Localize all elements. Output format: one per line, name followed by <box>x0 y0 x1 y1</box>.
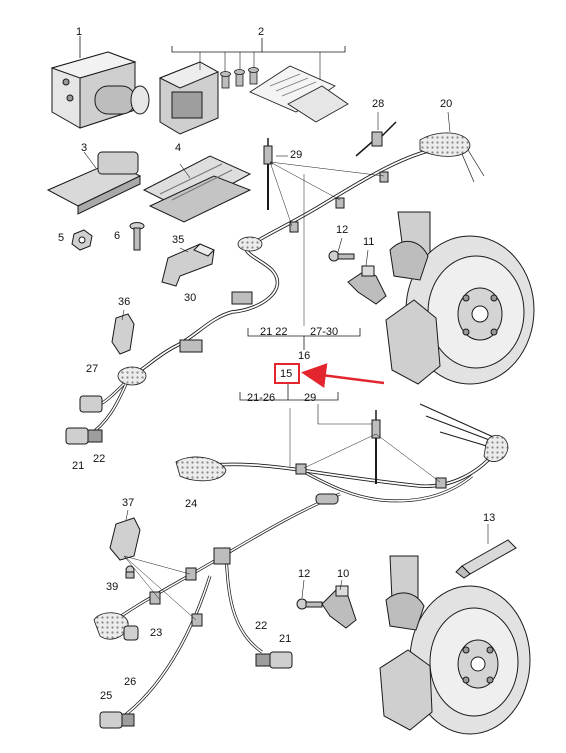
mounting-plate <box>46 151 142 215</box>
callout-30: 30 <box>184 292 197 304</box>
callout-22-lower: 22 <box>255 620 268 632</box>
callout-28: 28 <box>372 98 385 110</box>
callout-29-lower: 29 <box>304 392 317 404</box>
documentation-sheets <box>249 65 349 123</box>
connector-27 <box>79 395 103 413</box>
rear-brake-assembly <box>379 555 531 735</box>
grommet-piece-23 <box>123 625 139 641</box>
group-label-21-22: 21 22 <box>260 326 288 338</box>
callout-1: 1 <box>76 26 83 38</box>
harness-grommet <box>237 236 263 252</box>
cable-holder <box>161 243 215 287</box>
harness-plug-rear <box>483 435 509 462</box>
callout-21-lower: 21 <box>279 633 292 645</box>
callout-21-upper: 21 <box>72 460 85 472</box>
clip-28 <box>355 121 397 157</box>
callout-35: 35 <box>172 234 185 246</box>
callout-4: 4 <box>175 142 182 154</box>
screws-set <box>220 67 259 89</box>
callout-2: 2 <box>258 26 265 38</box>
callout-39: 39 <box>106 581 119 593</box>
callout-29-upper: 29 <box>290 149 303 161</box>
callout-13: 13 <box>483 512 496 524</box>
callout-11: 11 <box>363 236 375 248</box>
callout-12-upper: 12 <box>336 224 349 236</box>
rear-speed-sensor <box>321 585 357 629</box>
screw-39 <box>125 565 135 579</box>
nut <box>71 229 93 251</box>
harness-junction <box>117 366 147 386</box>
callout-22-upper: 22 <box>93 453 106 465</box>
rear-wiring-harness <box>108 403 502 718</box>
callout-16: 16 <box>298 350 311 362</box>
bracket-36 <box>111 313 135 355</box>
callout-37: 37 <box>122 497 135 509</box>
screw <box>129 222 145 251</box>
callout-10: 10 <box>337 568 350 580</box>
screw-12-upper <box>328 250 355 262</box>
callout-23: 23 <box>150 627 163 639</box>
mounting-bracket <box>142 155 252 223</box>
callout-27: 27 <box>86 363 99 375</box>
front-speed-sensor <box>347 265 387 305</box>
screw-12-lower <box>296 598 323 610</box>
clip-29-upper <box>263 138 273 210</box>
callout-20: 20 <box>440 98 453 110</box>
connector-25 <box>99 711 135 729</box>
connector-21-lower <box>255 651 293 669</box>
front-brake-assembly <box>385 211 535 385</box>
callout-5: 5 <box>58 232 65 244</box>
highlight-box <box>274 363 300 384</box>
callout-24: 24 <box>185 498 198 510</box>
bracket-37 <box>109 517 141 561</box>
abs-hydraulic-unit <box>50 51 150 129</box>
harness-clips-lower <box>149 463 447 627</box>
callout-15: 15 <box>280 368 293 380</box>
connector-21-upper <box>65 427 103 445</box>
control-unit <box>158 61 220 135</box>
callout-6: 6 <box>114 230 121 242</box>
clip-29-lower <box>371 410 381 484</box>
grommet-23 <box>93 612 129 640</box>
group-label-21-26: 21-26 <box>247 392 276 404</box>
callout-36: 36 <box>118 296 131 308</box>
harness-plug-20 <box>419 132 471 157</box>
callout-12-lower: 12 <box>298 568 311 580</box>
connector-24 <box>175 456 227 482</box>
callout-26: 26 <box>124 676 137 688</box>
group-label-27-30: 27-30 <box>310 326 339 338</box>
harness-clips <box>179 171 389 353</box>
callout-3: 3 <box>81 142 88 154</box>
callout-25: 25 <box>100 690 113 702</box>
grease-tube <box>455 539 517 579</box>
highlight-arrow <box>301 363 385 388</box>
